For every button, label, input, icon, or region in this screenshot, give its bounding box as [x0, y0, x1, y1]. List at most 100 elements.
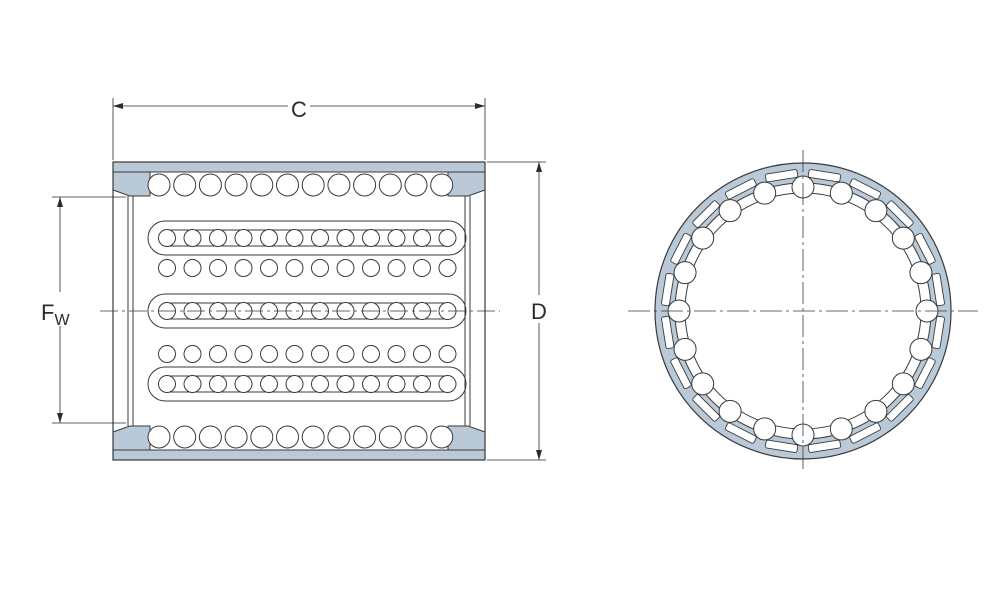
ball — [327, 425, 351, 449]
ring-slot — [914, 232, 936, 265]
ring-ball — [673, 337, 697, 361]
ball — [147, 425, 171, 449]
ring-ball — [829, 417, 853, 441]
ball — [438, 345, 457, 363]
ball — [438, 229, 457, 247]
ring-slot — [724, 178, 757, 200]
ball — [250, 425, 274, 449]
ball — [158, 229, 176, 247]
ring-slot — [886, 200, 914, 228]
ring-slot — [886, 394, 914, 422]
ball-track — [147, 366, 467, 402]
ring-ball — [829, 181, 853, 205]
ball-rows — [147, 173, 467, 449]
ball — [362, 375, 380, 393]
ball — [147, 173, 171, 197]
ball — [336, 375, 355, 393]
ball — [311, 345, 329, 363]
ring-slot — [807, 169, 842, 183]
ball — [362, 259, 380, 277]
ring-slot — [764, 169, 799, 183]
side-view: C FW D — [38, 94, 551, 461]
ball — [234, 345, 253, 363]
ball — [413, 259, 431, 277]
ring-slot — [692, 200, 720, 228]
ring-slot — [764, 439, 799, 453]
ball — [276, 173, 299, 197]
ball — [224, 425, 248, 449]
ball — [234, 229, 253, 247]
ball — [198, 173, 222, 197]
ball — [438, 259, 457, 277]
housing-top — [112, 161, 486, 173]
ball — [183, 259, 202, 277]
ball — [311, 375, 329, 393]
ring-ball — [891, 372, 915, 396]
ring-ball — [753, 181, 777, 205]
ball-track-inner — [161, 375, 453, 393]
ball — [362, 345, 380, 363]
ball — [260, 229, 278, 247]
ball — [387, 259, 406, 277]
c-arrow-left — [113, 103, 123, 109]
ball — [413, 229, 431, 247]
ball — [224, 173, 248, 197]
ring-ball — [864, 199, 888, 223]
ball — [430, 173, 454, 197]
ball — [173, 173, 197, 197]
end-cap-left-top — [112, 171, 151, 197]
ball — [198, 425, 222, 449]
fw-label-bg — [38, 292, 80, 326]
c-label-bg — [288, 94, 310, 118]
end-cap-right-top — [447, 171, 486, 197]
ring-slot — [724, 422, 757, 444]
ball — [183, 375, 202, 393]
ring-slot — [849, 178, 882, 200]
ball — [285, 259, 304, 277]
ring-slots — [661, 169, 945, 453]
ball — [183, 345, 202, 363]
ball — [260, 259, 278, 277]
ball — [413, 345, 431, 363]
ring-ball — [718, 399, 742, 423]
ball-track — [147, 220, 467, 256]
end-cap-right-bottom — [447, 425, 486, 451]
ring-slot — [661, 272, 675, 307]
ring-view — [628, 150, 978, 472]
ring-slot — [931, 315, 945, 350]
ball — [327, 173, 351, 197]
ball — [362, 229, 380, 247]
ring-ball — [753, 417, 777, 441]
fw-label: FW — [41, 300, 70, 329]
ball — [353, 173, 377, 197]
housing-bottom — [112, 449, 486, 461]
ball — [260, 345, 278, 363]
ring-slot — [931, 272, 945, 307]
ball — [336, 345, 355, 363]
ball — [209, 229, 227, 247]
ball — [430, 425, 454, 449]
ball — [250, 173, 274, 197]
ball — [234, 375, 253, 393]
fw-arrow-top — [57, 197, 63, 207]
ball — [234, 259, 253, 277]
ball — [404, 425, 428, 449]
ball — [438, 375, 457, 393]
ball — [378, 173, 402, 197]
ring-slot — [914, 357, 936, 390]
ring-slot — [670, 357, 692, 390]
ball — [387, 375, 406, 393]
ball — [336, 259, 355, 277]
ball — [378, 425, 402, 449]
ball — [209, 259, 227, 277]
ball — [301, 425, 325, 449]
ring-ball — [718, 199, 742, 223]
ball — [285, 229, 304, 247]
ball-track-inner — [161, 229, 453, 247]
ball — [209, 375, 227, 393]
ring-ball — [691, 226, 715, 250]
ball — [311, 259, 329, 277]
ring-ball — [673, 261, 697, 285]
ring-ball — [864, 399, 888, 423]
